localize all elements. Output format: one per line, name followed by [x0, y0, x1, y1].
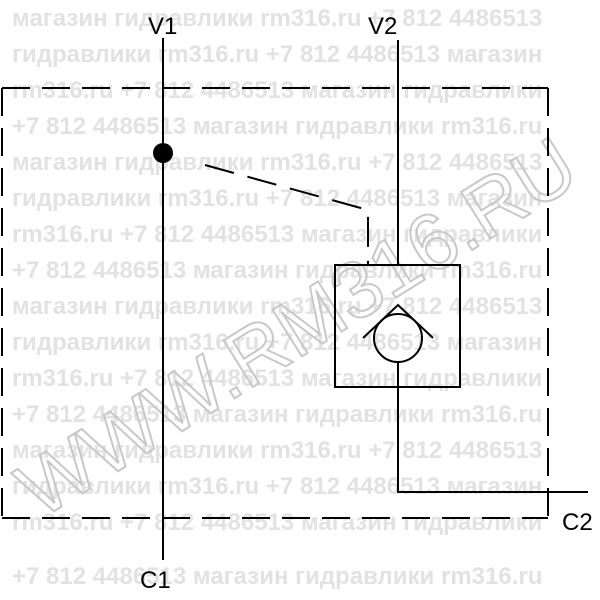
watermark-line: гидравлики rm316.ru +7 812 4486513 магаз… — [12, 329, 542, 356]
watermark-line: гидравлики rm316.ru +7 812 4486513 магаз… — [12, 41, 542, 68]
enclosure-boundary — [1, 87, 549, 519]
watermark-line: магазин гидравлики rm316.ru +7 812 44865… — [12, 149, 542, 176]
watermark-line: rm316.ru +7 812 4486513 магазин гидравли… — [12, 509, 542, 536]
watermark-line: +7 812 4486513 магазин гидравлики rm316.… — [12, 113, 542, 140]
watermark-line: магазин гидравлики rm316.ru +7 812 44865… — [12, 293, 542, 320]
watermark-line: гидравлики rm316.ru +7 812 4486513 магаз… — [12, 473, 542, 500]
port-label-v1: V1 — [148, 13, 177, 40]
watermark-line: +7 812 4486513 магазин гидравлики rm316.… — [12, 401, 542, 428]
watermark-layer: магазин гидравлики rm316.ru +7 812 44865… — [1, 5, 593, 590]
pilot-line — [204, 164, 369, 265]
port-label-c1: C1 — [140, 567, 171, 594]
junction-dot — [153, 143, 173, 163]
watermark-line: +7 812 4486513 магазин гидравлики rm316.… — [12, 257, 542, 284]
watermark-line: rm316.ru +7 812 4486513 магазин гидравли… — [12, 77, 542, 104]
watermark-line: гидравлики rm316.ru +7 812 4486513 магаз… — [12, 185, 542, 212]
port-label-v2: V2 — [368, 13, 397, 40]
watermark-line: магазин гидравлики rm316.ru +7 812 44865… — [12, 437, 542, 464]
watermark-line: +7 812 4486513 магазин гидравлики rm316.… — [12, 563, 542, 590]
line-c2 — [397, 362, 588, 493]
watermark-line: rm316.ru +7 812 4486513 магазин гидравли… — [12, 221, 542, 248]
check-valve-seat — [362, 303, 434, 339]
port-label-c2: C2 — [562, 509, 593, 536]
watermark-line: магазин гидравлики rm316.ru +7 812 44865… — [12, 5, 542, 32]
